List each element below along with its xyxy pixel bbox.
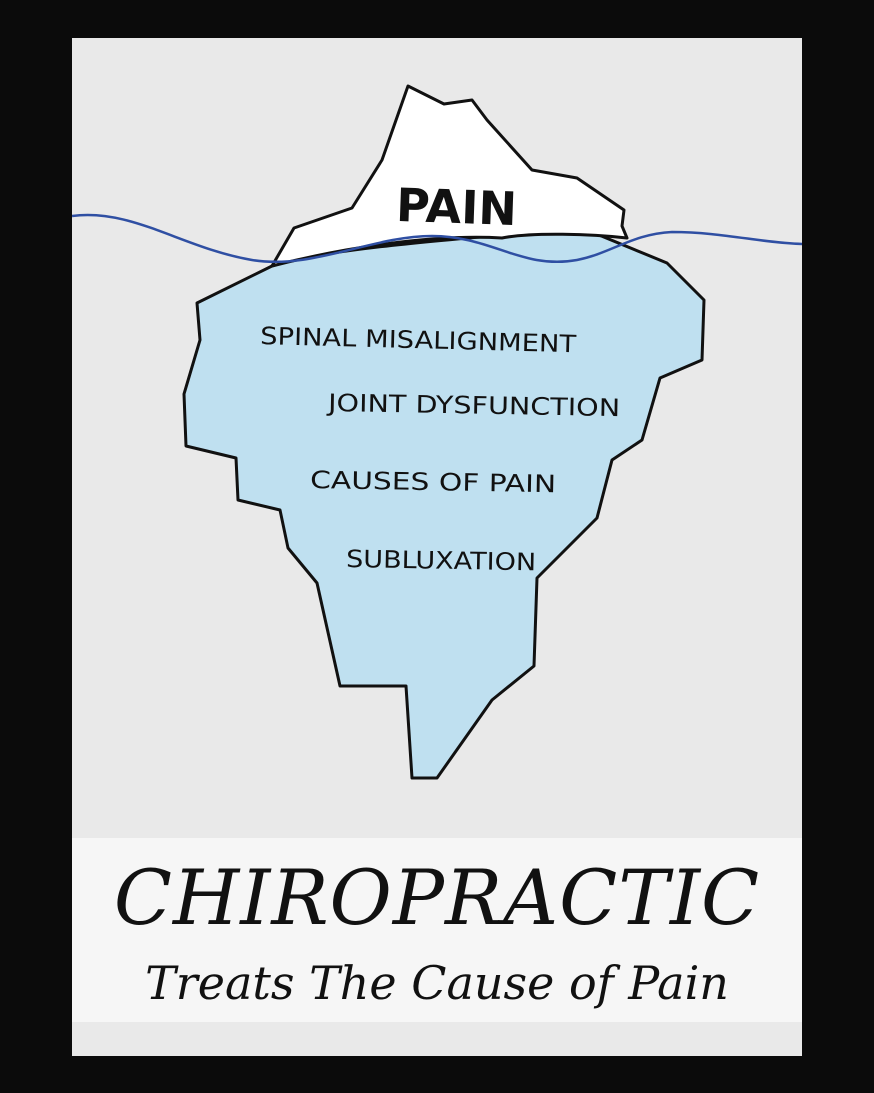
tagline: Treats The Cause of Pain	[145, 956, 729, 1010]
headline: CHIROPRACTIC	[113, 853, 761, 942]
iceberg-diagram: PAIN SPINAL MISALIGNMENT JOINT DYSFUNCTI…	[72, 84, 802, 780]
poster-card: PAIN SPINAL MISALIGNMENT JOINT DYSFUNCTI…	[72, 38, 802, 1056]
waterline	[72, 213, 802, 264]
iceberg-underwater	[182, 226, 706, 780]
cause-label-causes-of-pain: CAUSES OF PAIN	[310, 466, 556, 498]
tip-label: PAIN	[395, 178, 518, 236]
cause-label-subluxation: SUBLUXATION	[346, 545, 536, 576]
caption-banner: CHIROPRACTIC Treats The Cause of Pain	[72, 838, 802, 1022]
cause-label-joint-dysfunction: JOINT DYSFUNCTION	[326, 389, 621, 422]
